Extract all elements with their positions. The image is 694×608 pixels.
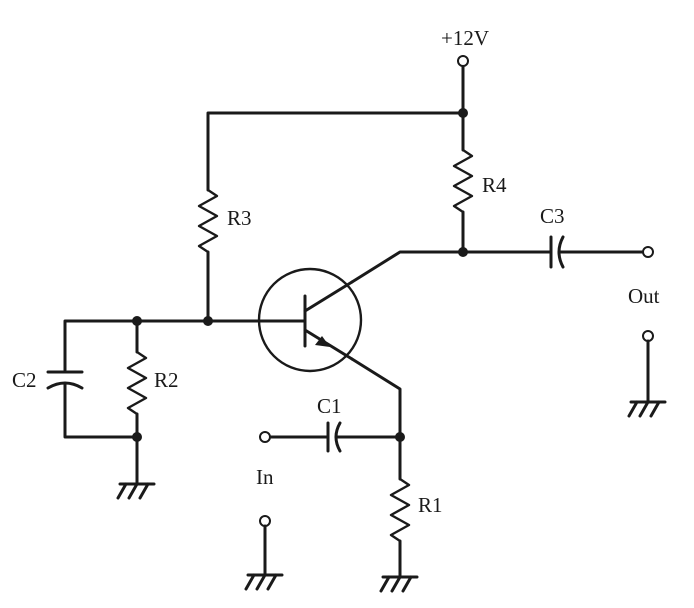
supply-terminal: [457, 55, 469, 67]
supply-rail: [206, 55, 469, 192]
r1-label: R1: [418, 493, 443, 517]
supply-label: +12V: [441, 26, 489, 50]
input-label: In: [256, 465, 274, 489]
ground-symbol-emitter: [379, 575, 419, 593]
r2-bottom-junction: [132, 432, 142, 442]
resistor-r3: [197, 189, 219, 323]
output-ground: [627, 330, 667, 418]
output-label: Out: [628, 284, 660, 308]
capacitor-c1: [259, 421, 405, 453]
r3-label: R3: [227, 206, 252, 230]
resistor-r4: [452, 111, 474, 254]
emitter-junction: [395, 432, 405, 442]
c2-label: C2: [12, 368, 37, 392]
c3-label: C3: [540, 204, 565, 228]
r2-label: R2: [154, 368, 179, 392]
ground-symbol-left: [116, 482, 156, 500]
capacitor-c2: [46, 370, 139, 439]
resistor-r2: [126, 319, 148, 486]
npn-transistor: [257, 247, 468, 481]
output-terminal: [642, 246, 654, 258]
input-ground: [244, 515, 284, 591]
resistor-r1: [389, 478, 411, 579]
base-junction-right: [203, 316, 213, 326]
capacitor-c3: [461, 235, 654, 269]
c1-label: C1: [317, 394, 342, 418]
input-terminal: [259, 431, 271, 443]
r4-label: R4: [482, 173, 507, 197]
base-node: [63, 316, 307, 372]
